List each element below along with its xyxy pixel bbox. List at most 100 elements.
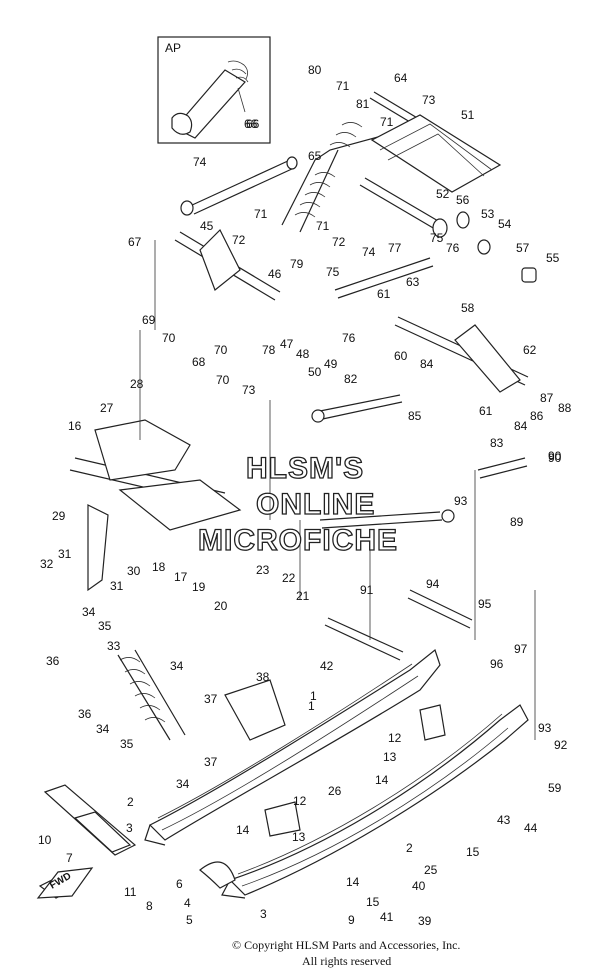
part-number-label: 10 <box>38 833 52 847</box>
part-number-label: 31 <box>58 547 72 561</box>
part-number-label: 68 <box>192 355 206 369</box>
part-number-label: 7 <box>66 851 73 865</box>
part-number-label: 15 <box>366 895 380 909</box>
part-number-label: 57 <box>516 241 530 255</box>
part-number-label: 34 <box>170 659 184 673</box>
part-number-label: 14 <box>236 823 250 837</box>
part-number-label: 90 <box>548 451 562 465</box>
part-number-label: 71 <box>380 115 394 129</box>
part-number-label: 42 <box>320 659 334 673</box>
part-number-label: 79 <box>290 257 304 271</box>
part-number-label: 97 <box>514 642 528 656</box>
part-number-label: 82 <box>344 372 358 386</box>
part-number-label: 25 <box>424 863 438 877</box>
part-number-label: 34 <box>82 605 96 619</box>
part-number-label: 87 <box>540 391 554 405</box>
part-number-label: 93 <box>538 721 552 735</box>
part-number-label: 60 <box>394 349 408 363</box>
part-number-label: 35 <box>98 619 112 633</box>
part-number-label: 52 <box>436 187 450 201</box>
part-number-label: 81 <box>356 97 370 111</box>
part-number-label: 2 <box>406 841 413 855</box>
part-number-label: 11 <box>124 885 137 899</box>
part-number-label: 45 <box>200 219 214 233</box>
part-number-label: 73 <box>422 93 436 107</box>
part-number-label: 69 <box>142 313 156 327</box>
part-number-label: 18 <box>152 560 166 574</box>
part-number-label: 16 <box>68 419 82 433</box>
part-number-label: 35 <box>120 737 134 751</box>
part-number-label: 50 <box>308 365 322 379</box>
part-number-label: 46 <box>268 267 282 281</box>
part-number-label: 94 <box>426 577 440 591</box>
part-number-label: 75 <box>326 265 340 279</box>
part-number-label: 17 <box>174 570 188 584</box>
part-number-label: 58 <box>461 301 475 315</box>
part-number-label: 93 <box>454 494 468 508</box>
part-number-label: 3 <box>126 821 133 835</box>
part-number-label: 64 <box>394 71 408 85</box>
inset-ap: AP <box>157 36 271 144</box>
part-number-label: 78 <box>262 343 276 357</box>
part-number-label: 37 <box>204 755 218 769</box>
part-number-label: 40 <box>412 879 426 893</box>
part-number-label: 76 <box>446 241 460 255</box>
part-number-label: 2 <box>127 795 134 809</box>
part-number-label: 96 <box>490 657 504 671</box>
part-number-label: 30 <box>127 564 141 578</box>
watermark-line-1: HLSM'S <box>246 452 364 485</box>
part-number-label: 80 <box>308 63 322 77</box>
part-number-label: 8 <box>146 899 153 913</box>
part-number-label: 84 <box>420 357 434 371</box>
part-number-label: 51 <box>461 108 475 122</box>
drawing-lines <box>38 91 537 899</box>
part-number-label: 15 <box>466 845 480 859</box>
part-number-label: 13 <box>383 750 397 764</box>
part-number-label: 65 <box>308 149 322 163</box>
part-number-label: 95 <box>478 597 492 611</box>
part-number-label: 73 <box>242 383 256 397</box>
part-number-label: 89 <box>510 515 524 529</box>
part-number-label: 85 <box>408 409 422 423</box>
part-number-label: 6 <box>176 877 183 891</box>
part-number-label: 92 <box>554 738 568 752</box>
part-number-label: 49 <box>324 357 338 371</box>
part-number-label: 76 <box>342 331 356 345</box>
part-number-label: 32 <box>40 557 54 571</box>
part-number-label: 37 <box>204 692 218 706</box>
part-number-label: 14 <box>346 875 360 889</box>
part-number-label: 77 <box>388 241 402 255</box>
part-number-label: 23 <box>256 563 270 577</box>
part-number-label: 34 <box>176 777 190 791</box>
part-number-label: 71 <box>316 219 330 233</box>
part-number-label: 21 <box>296 589 310 603</box>
part-number-label: 70 <box>214 343 228 357</box>
part-number-label: 9 <box>348 913 355 927</box>
part-number-label: 43 <box>497 813 511 827</box>
part-number-label: 34 <box>96 722 110 736</box>
part-number-label: 14 <box>375 773 389 787</box>
part-number-label: 36 <box>78 707 92 721</box>
part-number-label: 71 <box>336 79 350 93</box>
copyright-line-2: All rights reserved <box>302 954 392 968</box>
part-number-label: 61 <box>377 287 391 301</box>
part-number-label: 36 <box>46 654 60 668</box>
part-number-label: 66 <box>246 117 260 131</box>
part-number-label: 54 <box>498 217 512 231</box>
part-number-label: 75 <box>430 231 444 245</box>
fwd-arrow-icon: FWD <box>36 867 94 899</box>
part-number-label: 47 <box>280 337 294 351</box>
part-number-label: 70 <box>162 331 176 345</box>
part-number-label: 22 <box>282 571 296 585</box>
part-number-label: 91 <box>360 583 374 597</box>
part-number-label: 53 <box>481 207 495 221</box>
inset-part-label: 66 <box>244 117 258 131</box>
copyright-line-1: © Copyright HLSM Parts and Accessories, … <box>232 938 461 952</box>
part-number-label: 86 <box>530 409 544 423</box>
part-number-label: 33 <box>107 639 121 653</box>
part-number-label: 13 <box>292 830 306 844</box>
part-number-label: 3 <box>260 907 267 921</box>
watermark-line-3: MICROFICHE <box>198 524 398 557</box>
